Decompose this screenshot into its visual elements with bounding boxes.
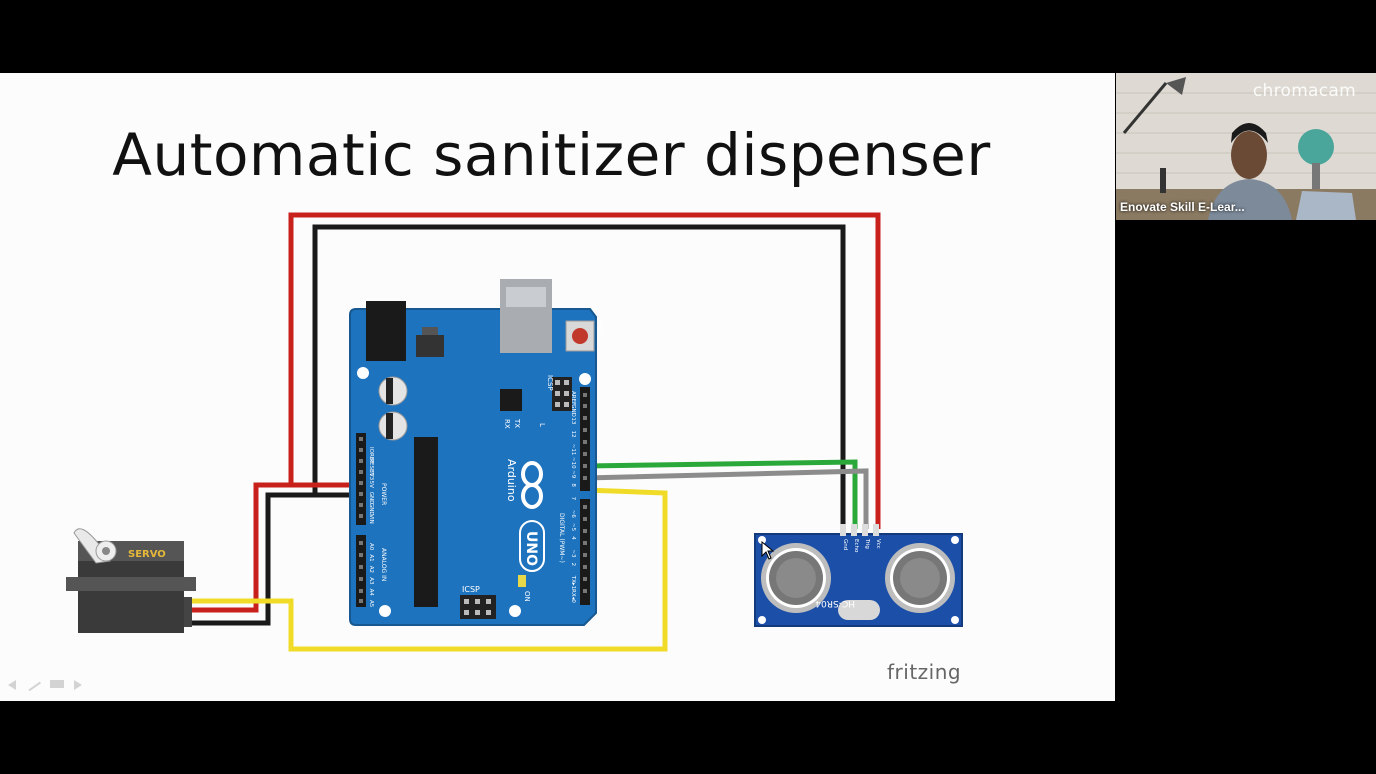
- digital-pin-label: 4: [570, 536, 576, 540]
- digital-pin-label: 7: [570, 497, 576, 501]
- board-brand-label: Arduino: [505, 459, 518, 502]
- digital-pin-label: RX◂0: [570, 589, 576, 603]
- digital-pin-label: ~3: [570, 549, 576, 558]
- slide-toolbar: [8, 676, 82, 692]
- mouse-cursor-icon: [761, 540, 775, 560]
- board-icsp2-label: ICSP: [462, 585, 480, 594]
- analog-pin-label: A1: [368, 554, 374, 561]
- participant-video-feed: [1116, 73, 1376, 220]
- digital-pin-label: ~10: [570, 457, 576, 469]
- participant-name: Enovate Skill E-Lear...: [1120, 200, 1245, 214]
- sensor-pin-label: Gnd: [842, 539, 848, 550]
- ultrasonic-sensor: HC-SR04 Vcc Trig Echo Gnd: [754, 524, 963, 627]
- servo-label: SERVO: [128, 549, 166, 560]
- board-analog-label: ANALOG IN: [380, 548, 387, 581]
- sensor-pin-label: Vcc: [875, 539, 881, 549]
- wire-servo-ground: [190, 492, 360, 626]
- power-pin-label: 3V3: [368, 469, 374, 480]
- analog-pin-label: A5: [368, 600, 374, 608]
- board-power-label: POWER: [380, 483, 387, 505]
- board-on-label: ON: [523, 591, 531, 602]
- board-rx-label: RX: [503, 419, 511, 429]
- analog-pin-label: A4: [368, 589, 374, 597]
- digital-pin-label: 2: [570, 563, 576, 567]
- power-pin-label: RESET: [368, 458, 374, 476]
- fritzing-logo: fritzing: [887, 660, 962, 684]
- next-slide-icon[interactable]: [74, 680, 82, 690]
- power-pin-label: 5V: [368, 481, 374, 488]
- wire-echo: [584, 468, 869, 529]
- digital-pin-label: AREF: [570, 391, 576, 405]
- power-pin-label: VIN: [368, 514, 374, 524]
- digital-pin-label: 13: [570, 417, 576, 424]
- sensor-transducer-right: [885, 543, 955, 613]
- presentation-slide: Automatic sanitizer dispenser: [0, 73, 1115, 701]
- wire-servo-power: [190, 482, 360, 613]
- board-digital-label: DIGITAL (PWM~): [558, 513, 565, 563]
- analog-pin-label: A3: [368, 577, 374, 585]
- analog-pin-label: A2: [368, 566, 374, 573]
- board-icsp-label: ICSP: [546, 375, 554, 391]
- digital-pin-label: 8: [570, 483, 576, 487]
- digital-pin-label: ~6: [570, 510, 576, 519]
- chromacam-watermark: chromacam: [1252, 81, 1356, 101]
- wire-trig: [584, 459, 858, 529]
- arduino-board: Arduino UNO ICSP ICSP RESET TX RX L ON P…: [349, 279, 603, 626]
- previous-slide-icon[interactable]: [8, 680, 16, 690]
- board-model-label: UNO: [523, 531, 539, 566]
- digital-pin-label: 12: [570, 431, 576, 438]
- power-pin-label: GND: [368, 503, 374, 516]
- wire-servo-signal: [192, 487, 668, 652]
- participant-video-tile[interactable]: chromacam Enovate Skill E-Lear...: [1116, 73, 1376, 220]
- sensor-model-label: HC-SR04: [815, 598, 855, 608]
- analog-pin-label: A0: [368, 543, 374, 551]
- circuit-diagram: Arduino UNO ICSP ICSP RESET TX RX L ON P…: [66, 212, 963, 652]
- sensor-pin-label: Trig: [864, 538, 870, 549]
- uno-badge: [519, 520, 545, 572]
- digital-pin-label: ~11: [570, 444, 576, 456]
- sensor-transducer-left: [761, 543, 831, 613]
- sensor-pin-label: Echo: [853, 539, 859, 553]
- arduino-logo-icon: [521, 461, 543, 509]
- power-pin-label: IOREF: [368, 447, 374, 463]
- servo-motor: SERVO: [66, 528, 196, 633]
- board-l-label: L: [538, 423, 546, 427]
- slide-title: Automatic sanitizer dispenser: [112, 121, 991, 189]
- board-tx-label: TX: [513, 418, 521, 428]
- digital-pin-label: ~5: [570, 523, 576, 532]
- board-reset-label: RESET: [596, 321, 603, 341]
- digital-pin-label: ~9: [570, 470, 576, 479]
- digital-pin-label: TX▸1: [570, 575, 576, 589]
- digital-pin-label: GND: [570, 404, 576, 417]
- slides-grid-icon[interactable]: [50, 680, 64, 688]
- power-pin-label: GND: [368, 492, 374, 505]
